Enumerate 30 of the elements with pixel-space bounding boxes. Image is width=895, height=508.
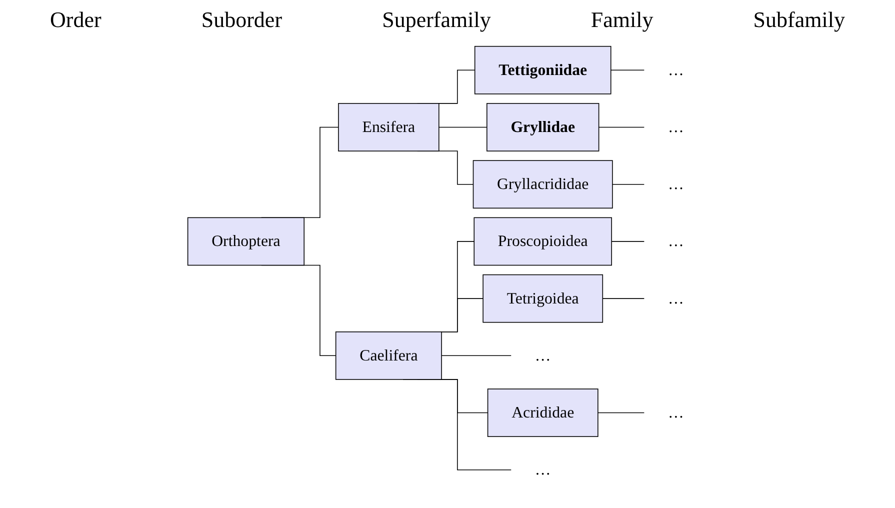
node-text: … (668, 404, 684, 422)
connector (597, 412, 644, 414)
column-heading: Suborder (201, 7, 282, 33)
column-heading: Subfamily (753, 7, 845, 33)
node-text: … (668, 176, 684, 194)
node-text: … (668, 232, 684, 250)
node-text: … (534, 346, 551, 364)
node-box: Acrididae (487, 388, 598, 437)
node-text: … (668, 118, 684, 136)
node-box: Orthoptera (187, 217, 304, 266)
node-text: … (668, 61, 684, 79)
node-box: Gryllidae (486, 103, 599, 152)
connector (438, 126, 488, 128)
connector (610, 70, 644, 71)
connector (610, 241, 644, 242)
node-box: Tetrigoidea (482, 274, 603, 323)
connector (612, 184, 644, 185)
node-box: Gryllacrididae (472, 160, 613, 209)
node-box: Proscopioidea (474, 217, 612, 266)
connector (440, 355, 512, 356)
connector (602, 298, 644, 299)
node-box: Ensifera (338, 103, 440, 152)
node-text: … (668, 290, 684, 308)
connector (598, 126, 644, 128)
column-heading: Family (590, 7, 654, 33)
column-heading: Superfamily (382, 7, 491, 33)
column-heading: Order (50, 7, 102, 33)
node-box: Caelifera (335, 331, 442, 380)
node-text: … (534, 461, 551, 479)
node-box: Tettigoniidae (474, 46, 612, 94)
